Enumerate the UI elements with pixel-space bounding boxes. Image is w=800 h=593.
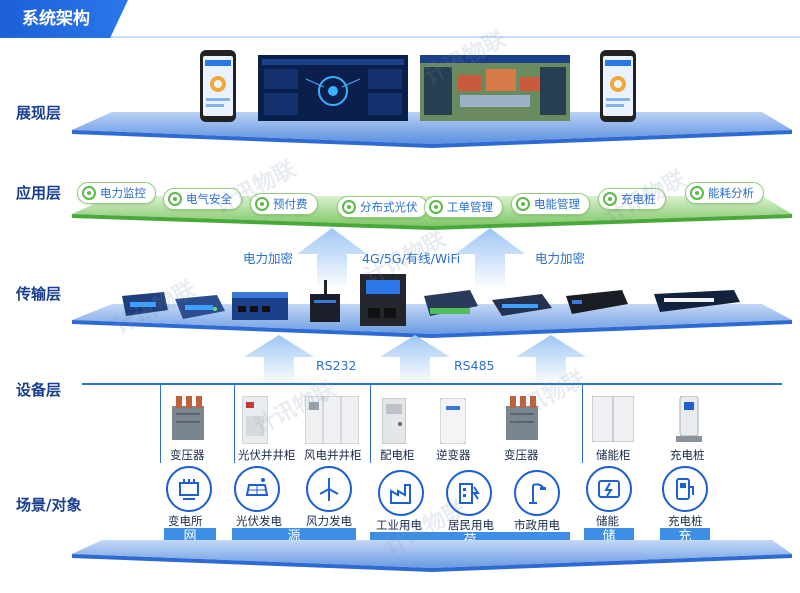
up-arrow-icon bbox=[297, 228, 367, 294]
pill-dot-icon bbox=[82, 186, 96, 200]
pill-dot-icon bbox=[255, 197, 269, 211]
app-pill-distributed-pv[interactable]: 分布式光伏 bbox=[337, 196, 428, 218]
din-rail-router bbox=[360, 274, 406, 330]
scene-label-charging: 充电桩 bbox=[668, 514, 703, 528]
pill-dot-icon bbox=[516, 197, 530, 211]
layer-label-display: 展现层 bbox=[16, 104, 62, 122]
pill-dot-icon bbox=[342, 200, 356, 214]
device-label-transformer-2: 变压器 bbox=[504, 448, 539, 462]
mobile-app-right bbox=[600, 50, 636, 126]
mobile-app-left bbox=[200, 50, 236, 126]
device-bus-line bbox=[82, 383, 782, 385]
app-pill-charging-pile[interactable]: 充电桩 bbox=[598, 188, 666, 210]
wind-grid-cabinet-image bbox=[304, 395, 360, 448]
inverter-image bbox=[439, 397, 467, 448]
energy-storage-cabinet-image bbox=[591, 395, 635, 446]
energy-storage-icon bbox=[586, 466, 632, 512]
up-arrow-icon bbox=[516, 335, 586, 389]
charging-station-icon bbox=[662, 466, 708, 512]
app-pill-energy-management[interactable]: 电能管理 bbox=[511, 193, 590, 215]
dashboard-screen-left bbox=[258, 55, 408, 125]
scene-label-industrial: 工业用电 bbox=[376, 518, 422, 532]
solar-panel-icon bbox=[234, 466, 280, 512]
app-pill-electrical-safety[interactable]: 电气安全 bbox=[163, 188, 242, 210]
router-with-antenna bbox=[308, 280, 342, 328]
scene-label-pv: 光伏发电 bbox=[236, 514, 282, 528]
residential-building-icon bbox=[446, 470, 492, 516]
layer-label-device: 设备层 bbox=[16, 381, 62, 399]
industrial-router-green bbox=[418, 290, 478, 326]
title-underline bbox=[0, 36, 800, 38]
transformer-image-2 bbox=[502, 392, 542, 446]
scene-label-storage: 储能 bbox=[596, 514, 619, 528]
device-label-transformer: 变压器 bbox=[170, 448, 205, 462]
street-lamp-icon bbox=[514, 470, 560, 516]
distribution-cabinet-image bbox=[381, 397, 407, 448]
wind-turbine-icon bbox=[306, 466, 352, 512]
bus-label-rs485: RS485 bbox=[454, 358, 495, 373]
scene-label-wind: 风力发电 bbox=[306, 514, 352, 528]
device-divider bbox=[160, 385, 161, 463]
device-divider bbox=[582, 385, 583, 463]
up-arrow-icon bbox=[244, 335, 314, 389]
dashboard-screen-right bbox=[420, 55, 570, 125]
substation-icon bbox=[166, 466, 212, 512]
device-label-pv-cabinet: 光伏并井柜 bbox=[238, 448, 296, 462]
rack-server bbox=[566, 290, 628, 324]
device-label-wind-cabinet: 风电并井柜 bbox=[304, 448, 362, 462]
device-label-distribution-cabinet: 配电柜 bbox=[380, 448, 415, 462]
transport-label-center: 4G/5G/有线/WiFi bbox=[362, 251, 461, 266]
scene-label-substation: 变电所 bbox=[168, 514, 203, 528]
device-divider bbox=[234, 385, 235, 463]
transport-label-right: 电力加密 bbox=[535, 251, 586, 266]
serial-server bbox=[654, 290, 740, 322]
transport-label-left: 电力加密 bbox=[243, 251, 294, 266]
gateway-device-2 bbox=[175, 295, 225, 325]
scene-label-municipal: 市政用电 bbox=[514, 518, 560, 532]
layer-label-scene: 场景/对象 bbox=[16, 496, 82, 514]
scene-plate bbox=[72, 540, 792, 574]
device-label-charging-pile: 充电桩 bbox=[670, 448, 705, 462]
page-title: 系统架构 bbox=[0, 0, 128, 38]
gateway-device-3 bbox=[232, 292, 288, 326]
industrial-switch bbox=[492, 294, 552, 324]
pill-dot-icon bbox=[690, 186, 704, 200]
charging-pile-image bbox=[676, 395, 702, 446]
app-pill-power-monitoring[interactable]: 电力监控 bbox=[77, 182, 156, 204]
scene-label-residential: 居民用电 bbox=[448, 518, 494, 532]
device-label-inverter: 逆变器 bbox=[436, 448, 471, 462]
up-arrow-icon bbox=[455, 228, 525, 294]
app-pill-energy-analysis[interactable]: 能耗分析 bbox=[685, 182, 764, 204]
factory-icon bbox=[378, 470, 424, 516]
pill-dot-icon bbox=[429, 200, 443, 214]
app-pill-prepaid[interactable]: 预付费 bbox=[250, 193, 318, 215]
transformer-image bbox=[168, 392, 208, 446]
pill-dot-icon bbox=[603, 192, 617, 206]
bus-label-rs232: RS232 bbox=[316, 358, 357, 373]
layer-label-application: 应用层 bbox=[16, 184, 62, 202]
device-label-storage-cabinet: 储能柜 bbox=[596, 448, 631, 462]
gateway-device-1 bbox=[118, 292, 168, 322]
pill-dot-icon bbox=[168, 192, 182, 206]
pv-grid-cabinet-image bbox=[241, 395, 269, 448]
layer-label-transport: 传输层 bbox=[16, 285, 62, 303]
up-arrow-icon bbox=[380, 335, 450, 389]
app-pill-work-order[interactable]: 工单管理 bbox=[424, 196, 503, 218]
device-divider bbox=[370, 385, 371, 463]
